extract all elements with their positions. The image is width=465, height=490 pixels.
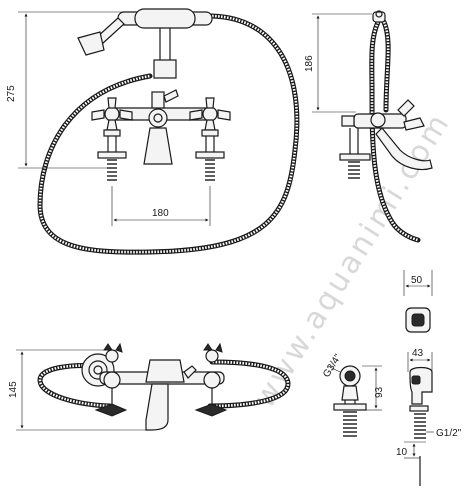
dimension-front-height: 275 xyxy=(6,11,130,169)
side-hose xyxy=(369,19,421,243)
top-view: 145 xyxy=(8,342,291,431)
front-mixer-body xyxy=(107,89,215,165)
front-view: 275 180 xyxy=(6,8,300,255)
front-hose xyxy=(37,13,300,255)
top-mixer-body xyxy=(94,342,228,431)
front-right-tap xyxy=(189,97,231,181)
side-height-label: 186 xyxy=(304,55,315,72)
top-depth-label: 145 xyxy=(8,381,19,398)
bracket-depth-label: 43 xyxy=(412,348,424,359)
side-view: 186 xyxy=(304,10,433,243)
bracket-width-label: 50 xyxy=(411,275,423,286)
side-handset xyxy=(372,10,386,23)
thread-length-label: 10 xyxy=(396,447,408,458)
wall-bracket-front: 50 xyxy=(403,270,433,333)
front-left-tap xyxy=(91,97,133,181)
side-mixer-body xyxy=(339,99,433,179)
inlet-connector: G3/4" 93 xyxy=(321,352,385,437)
outlet-connector: 43 G1/2" 10 xyxy=(396,348,462,486)
outlet-thread-label: G1/2" xyxy=(436,428,462,439)
bracket-height-label: 93 xyxy=(374,386,385,398)
dimension-side-height: 186 xyxy=(304,13,372,113)
spacing-label: 180 xyxy=(152,208,169,219)
top-hose xyxy=(37,359,291,409)
dimension-spacing: 180 xyxy=(111,186,211,226)
dimension-top-depth: 145 xyxy=(8,349,150,431)
front-height-label: 275 xyxy=(6,85,17,102)
front-handset xyxy=(77,8,213,79)
